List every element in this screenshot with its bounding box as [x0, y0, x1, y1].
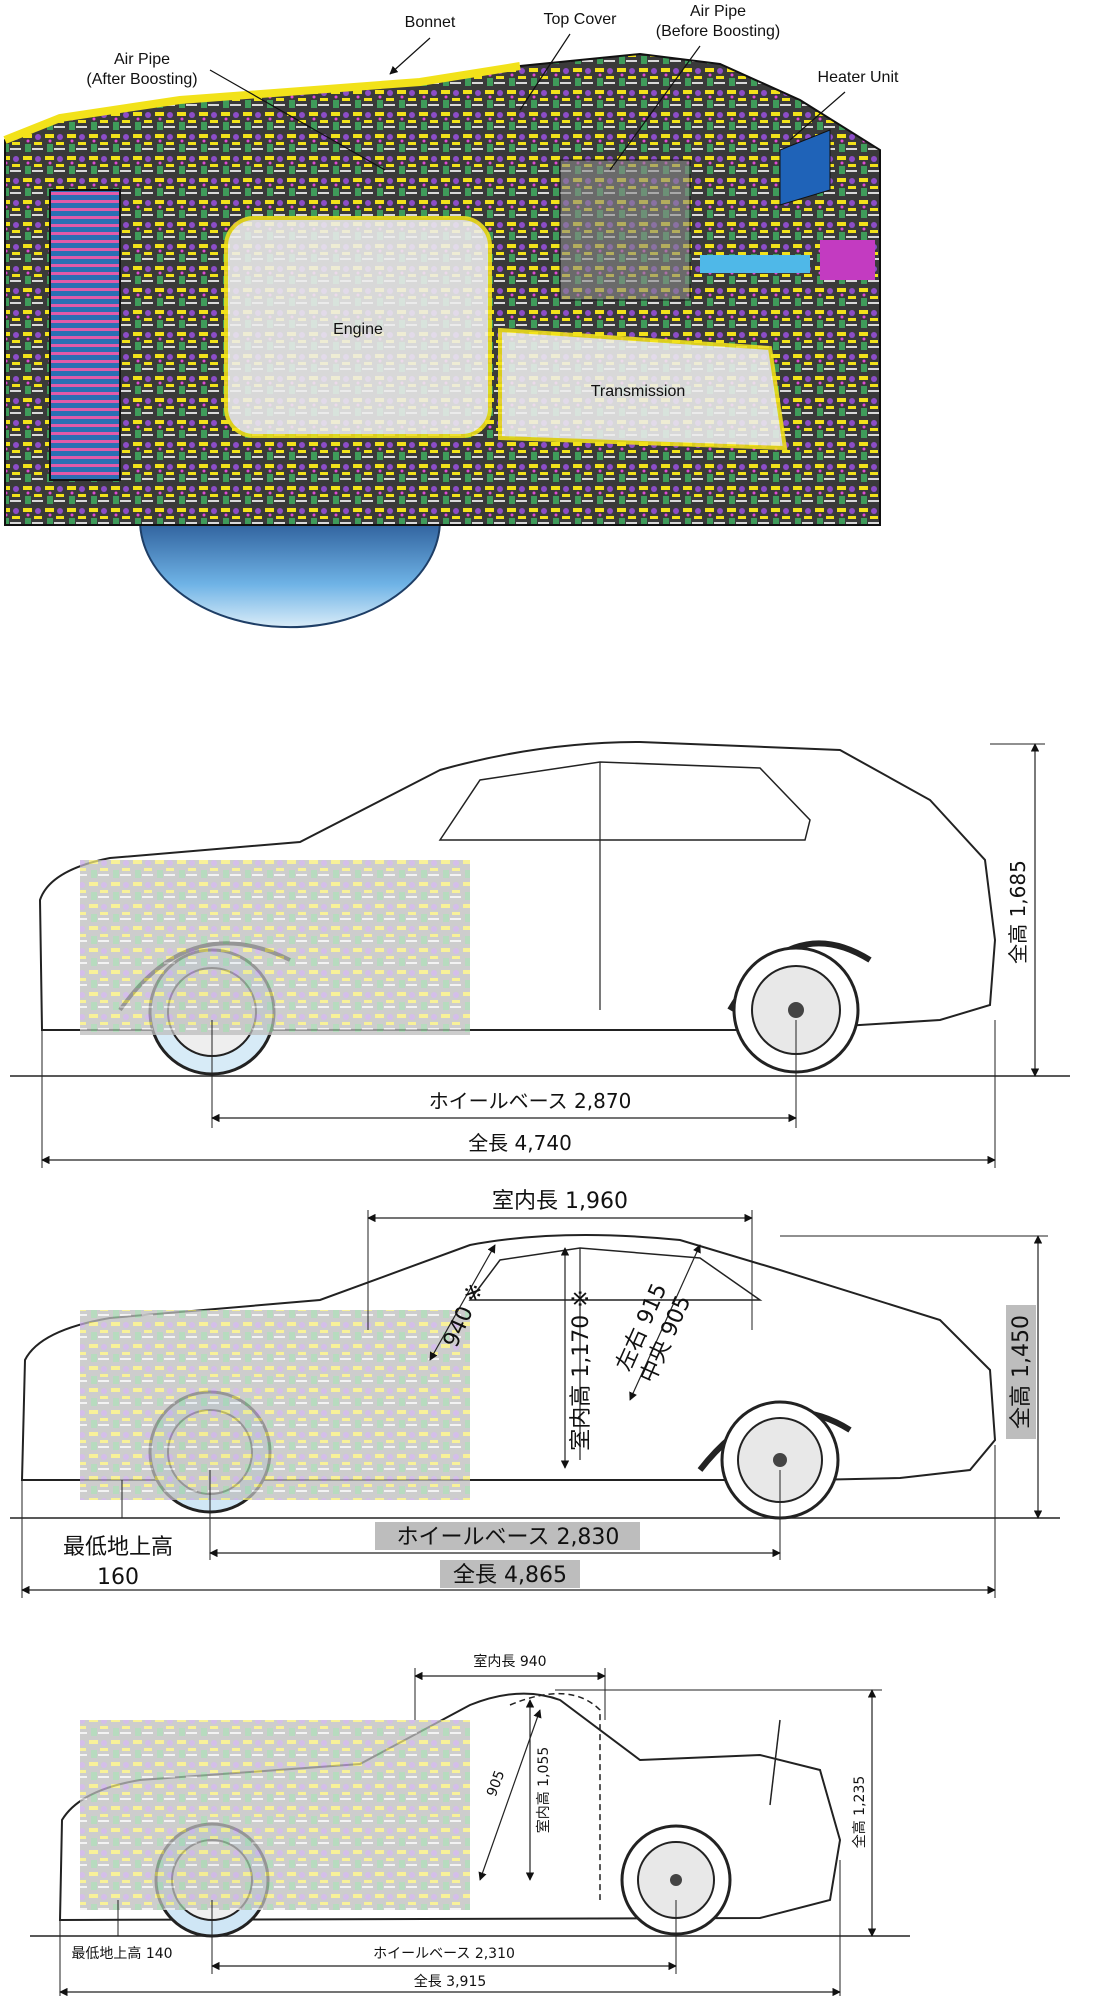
air-pipe-before-label: Air Pipe [690, 3, 746, 20]
air-pipe-after-sublabel: (After Boosting) [86, 71, 197, 88]
air-pipe-after-leader-line [209, 69, 386, 171]
roadster-wheelbase-text: ホイールベース 2,310 [373, 1946, 515, 1962]
transmission-block: Transmission [498, 327, 788, 451]
sedan-rear-wheel [720, 1400, 840, 1520]
heater-unit-label: Heater Unit [818, 69, 899, 86]
roadster-cabin-length-text: 室内長 940 [473, 1653, 546, 1670]
roadster-cutaway-overlay [80, 1720, 470, 1910]
sedan-cabin-height-text: 室内高 1,170 ※ [569, 1289, 594, 1450]
sedan-wheelbase-text: ホイールベース 2,830 [397, 1525, 620, 1550]
air-pipe-before-sublabel: (Before Boosting) [656, 23, 781, 40]
engine-block: Engine [224, 216, 492, 438]
suv-cutaway-overlay [80, 860, 470, 1035]
roadster-ground-clearance-text: 最低地上高 140 [71, 1945, 172, 1962]
sedan-wheelbase-box [375, 1522, 640, 1550]
sedan-height-box [1006, 1305, 1036, 1439]
sedan-cabin-length-text: 室内長 1,960 [492, 1189, 628, 1214]
engine-label: Engine [333, 321, 383, 338]
bonnet-leader-line [389, 37, 431, 75]
sedan-length-box [440, 1560, 580, 1588]
suv-wheelbase-text: ホイールベース 2,870 [429, 1089, 632, 1113]
roadster-side-view: 室内長 940 室内高 1,055 905 全高 1,235 最低地上高 140… [30, 1653, 910, 1997]
air-pipe-before-leader-line [609, 45, 701, 171]
sedan-cabin-width-dimension [629, 1244, 701, 1401]
sedan-height-text: 全高 1,450 [1009, 1315, 1034, 1429]
bonnet-label: Bonnet [405, 14, 456, 31]
suv-height-text: 全高 1,685 [1006, 860, 1030, 964]
sedan-length-text: 全長 4,865 [453, 1563, 567, 1588]
air-pipe-after-label: Air Pipe [114, 51, 170, 68]
heater-unit-leader-line [789, 91, 846, 141]
sedan-ground-clearance-value: 160 [97, 1565, 139, 1590]
top-cover-leader-line [519, 33, 571, 111]
roadster-length-text: 全長 3,915 [414, 1973, 487, 1990]
sedan-ground-clearance-label: 最低地上高 [63, 1535, 173, 1560]
roadster-rear-wheel [620, 1824, 732, 1936]
sedan-cutaway-overlay [80, 1310, 470, 1500]
engine-cutaway: Engine Transmission Bonnet Top Cover Air… [3, 3, 899, 629]
top-cover-label: Top Cover [544, 11, 618, 28]
suv-side-view: 全高 1,685 ホイールベース 2,870 全長 4,740 [10, 740, 1070, 1168]
roadster-diagonal-dimension [478, 1709, 542, 1881]
roadster-cabin-height-text: 室内高 1,055 [535, 1747, 552, 1834]
sedan-front-headroom-dimension [429, 1244, 496, 1361]
suv-length-text: 全長 4,740 [468, 1131, 572, 1155]
front-tire-cutaway [138, 519, 442, 629]
roadster-height-text: 全高 1,235 [851, 1776, 868, 1849]
sedan-side-view: 室内長 1,960 室内高 1,170 ※ 940 ※ 左右 915 中央 90… [10, 1189, 1060, 1598]
transmission-label: Transmission [591, 383, 686, 400]
